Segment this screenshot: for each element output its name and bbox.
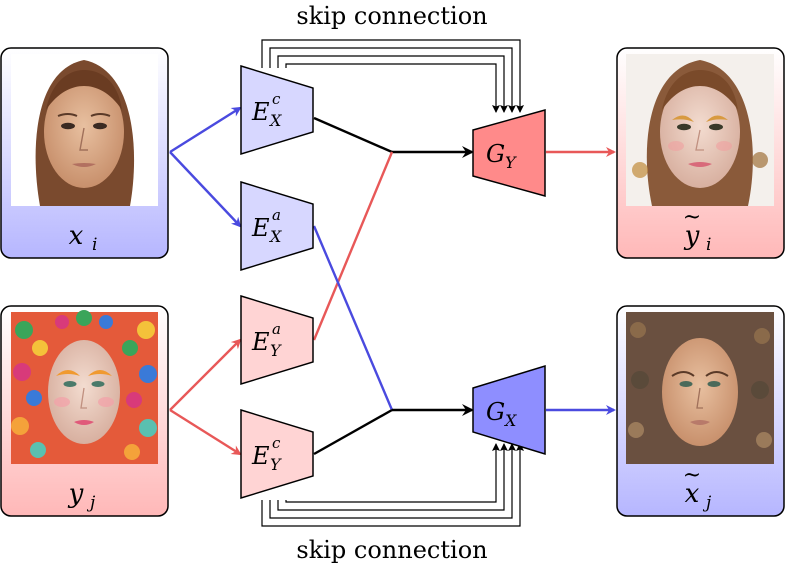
card-xi: x i <box>0 47 169 259</box>
card-xj-sub: j <box>702 493 712 513</box>
arrow-eyc-to-merge <box>313 408 393 456</box>
card-yj-sub: j <box>86 493 96 513</box>
encoder-exc-sub: X <box>268 111 282 130</box>
encoder-eyc-main: E <box>251 442 270 470</box>
encoder-exa-sub: X <box>268 227 282 246</box>
card-yi-main: y <box>684 221 700 251</box>
encoder-exc: E X c <box>240 64 314 156</box>
encoder-exa-sup: a <box>272 206 281 224</box>
encoder-eya-main: E <box>251 328 270 356</box>
skip-connection-top <box>261 39 524 113</box>
generator-gx-sub: X <box>503 411 517 430</box>
arrow-eya-to-merge <box>312 151 394 341</box>
card-xi-sub: i <box>92 235 97 255</box>
skip-label-bottom: skip connection <box>296 536 487 564</box>
card-yj: y j <box>0 305 169 517</box>
face-photo-made-up <box>626 54 774 206</box>
card-xj: x ~ j <box>616 305 785 517</box>
card-xj-main: x <box>685 479 700 509</box>
skip-connection-bottom <box>261 443 524 527</box>
card-yi-sub: i <box>706 235 711 255</box>
card-yi: y ~ i <box>616 47 785 259</box>
face-photo-makeup <box>11 310 158 464</box>
encoder-eya-sup: a <box>272 320 281 338</box>
generator-gy: G Y <box>472 109 546 197</box>
face-photo-plain <box>11 54 158 206</box>
arrows <box>169 106 616 456</box>
card-xj-accent: ~ <box>683 463 701 488</box>
encoder-eyc-sup: c <box>272 434 281 452</box>
encoder-eya-sub: Y <box>270 341 282 360</box>
generator-gx-main: G <box>486 398 505 426</box>
generator-gx: G X <box>472 364 546 456</box>
encoder-exa-main: E <box>251 214 270 242</box>
encoder-eyc-sub: Y <box>270 455 282 474</box>
arrow-exc-to-merge <box>313 116 393 154</box>
card-yj-main: y <box>68 479 84 509</box>
generator-gy-sub: Y <box>505 153 517 172</box>
card-yi-accent: ~ <box>683 205 701 230</box>
encoder-exa: E X a <box>240 180 314 272</box>
arrow-exa-to-merge <box>312 225 394 411</box>
encoder-exc-main: E <box>251 98 270 126</box>
face-photo-demakeup <box>626 312 774 464</box>
encoder-exc-sup: c <box>272 90 281 108</box>
skip-label-top: skip connection <box>296 2 487 30</box>
encoder-eya: E Y a <box>240 294 314 386</box>
arrow-xi-to-exc <box>169 106 242 154</box>
arrow-xi-to-exa <box>169 151 242 228</box>
encoder-eyc: E Y c <box>240 408 314 500</box>
generator-gy-main: G <box>486 140 505 168</box>
card-xi-main: x <box>69 221 84 251</box>
arrow-yj-to-eya <box>169 338 242 411</box>
arrow-yj-to-eyc <box>169 408 242 456</box>
